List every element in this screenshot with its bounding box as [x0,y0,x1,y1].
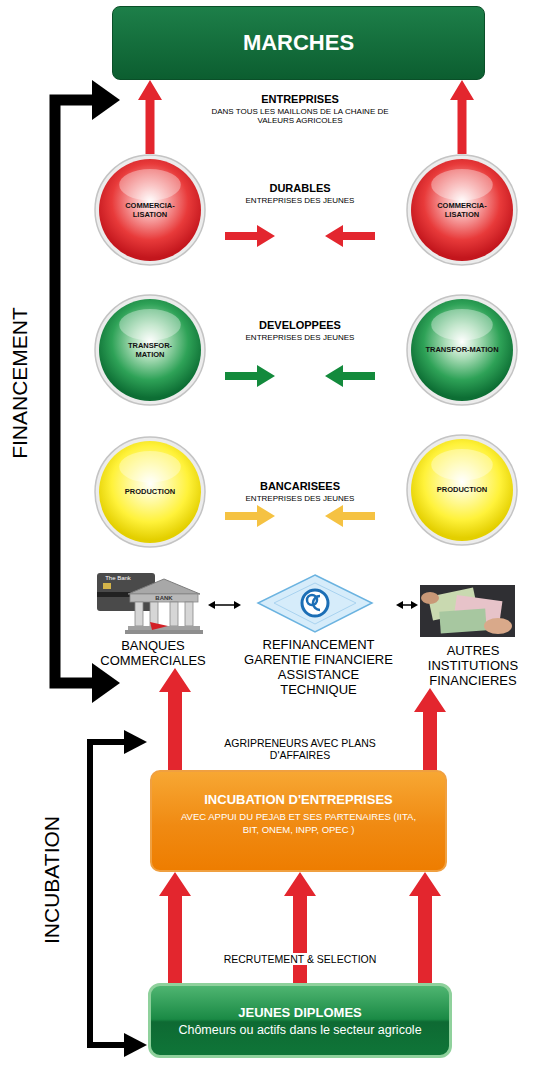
stage-circle: TRANSFOR-MATION [406,294,518,406]
bank-column [185,602,193,626]
circle-highlight [119,169,181,200]
flow-arrow [159,668,191,770]
bracket-arrowhead [124,730,147,754]
note-label: ENTREPRISES DES JEUNES [225,333,375,342]
institution-node: BANQUES COMMERCIALES [98,570,208,668]
logo-emblem [313,596,320,610]
flow-arrow [450,80,474,154]
circle-rim [95,295,205,405]
bank-step [125,630,203,634]
double-arrow [396,601,418,609]
note-label: ENTREPRISES DES JEUNES [225,196,375,205]
institution-node: AUTRES INSTITUTIONS FINANCIERES [418,585,528,688]
illustration-text: The Bank [98,575,138,582]
inward-arrow [225,505,275,527]
process-box: INCUBATION D'ENTREPRISES AVEC APPUI DU PE… [150,770,447,872]
bracket-arrowhead [92,663,120,703]
circle-fill [99,159,201,261]
circle-fill [411,299,513,401]
node-title: AUTRES INSTITUTIONS FINANCIERES [418,643,528,688]
node-title: INCUBATION D'ENTREPRISES [204,792,392,807]
inward-arrow [325,225,375,247]
circle-rim [407,155,517,265]
node-title: PRODUCTION [437,485,487,494]
node-title: COMMERCIA- LISATION [432,201,492,220]
circle-rim [95,437,205,547]
logo-diamond [258,575,372,632]
flow-arrow [414,688,446,770]
node-title: COMMERCIA- LISATION [120,201,180,220]
process-box: JEUNES DIPLOMES Chômeurs ou actifs dans l… [148,983,452,1058]
flow-arrow [138,80,162,154]
stage-circle: COMMERCIA- LISATION [94,154,206,266]
note-label: DANS TOUS LES MAILLONS DE LA CHAINE DE V… [198,107,403,125]
inward-arrow [325,365,375,387]
inward-arrow [325,505,375,527]
inward-arrow [225,365,275,387]
circle-fill [99,299,201,401]
node-body: Chômeurs ou actifs dans le secteur agric… [178,1023,421,1037]
circle-rim [95,155,205,265]
institution-node: REFINANCEMENT GARENTIE FINANCIERE ASSIST… [241,575,396,697]
process-box: MARCHES [112,6,485,80]
card-chip [103,583,111,589]
banknote [439,608,486,633]
bank-column [170,602,178,626]
stage-label: DURABLES [225,182,375,195]
circle-rim [407,295,517,405]
circle-rim [407,435,517,545]
circle-fill [411,159,513,261]
flow-arrow [159,872,191,983]
circle-highlight [431,169,493,200]
bank-entablature [130,594,198,602]
node-title: BANQUES COMMERCIALES [98,638,208,668]
circle-highlight [431,449,493,480]
flow-arrow [284,872,316,983]
node-title: MARCHES [243,30,354,56]
bracket-label: FINANCEMENT [8,273,32,493]
circle-highlight [119,309,181,340]
bank-roof [128,579,200,594]
bracket-arrowhead [92,80,120,120]
bracket-line [55,100,96,683]
flow-arrow [409,872,441,983]
node-title: TRANSFOR- MATION [120,341,180,360]
heading-label: ENTREPRISES [200,93,400,106]
bracket-arrowhead [124,1033,147,1057]
circle-fill [99,441,201,543]
stage-label: BANCARISEES [225,480,375,493]
hand [421,592,439,604]
double-arrow [208,601,241,609]
flow-label: RECRUTEMENT & SELECTION [205,953,395,965]
logo-pattern [274,583,356,624]
node-title: PRODUCTION [125,487,175,496]
money-photo [420,585,515,637]
stage-circle: TRANSFOR- MATION [94,294,206,406]
logo-emblem [302,590,328,616]
stage-circle: COMMERCIA- LISATION [406,154,518,266]
node-title: JEUNES DIPLOMES [238,1005,362,1020]
node-title: REFINANCEMENT GARENTIE FINANCIERE ASSIST… [241,637,396,697]
node-body: AVEC APPUI DU PEJAB ET SES PARTENAIRES (… [178,811,419,836]
circle-highlight [431,309,493,340]
stage-circle: PRODUCTION [94,436,206,548]
pointer-arrow [150,622,168,630]
bracket-label: INCUBATION [40,790,64,970]
illustration-text: BANK [144,595,184,602]
stage-label: DEVELOPPEES [225,319,375,332]
node-title: TRANSFOR-MATION [425,345,498,354]
flow-label: AGRIPRENEURS AVEC PLANS D'AFFAIRES [213,737,388,761]
inward-arrow [225,225,275,247]
circle-highlight [119,451,181,482]
bracket-line [90,742,128,1045]
note-label: ENTREPRISES DES JEUNES [225,494,375,503]
bank-column [135,602,143,626]
circle-fill [411,439,513,541]
stage-circle: PRODUCTION [406,434,518,546]
hand [484,618,512,634]
